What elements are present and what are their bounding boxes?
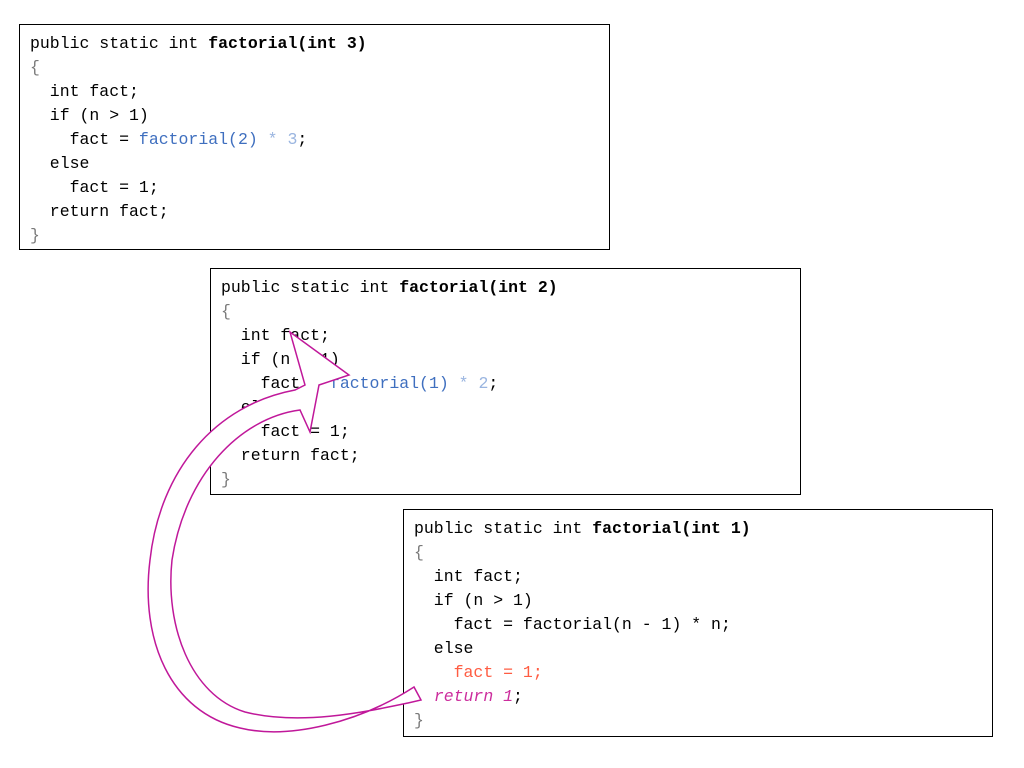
- recursive-call-line: fact = factorial(2) * 3;: [30, 130, 308, 149]
- recursive-call-line: fact = factorial(1) * 2;: [221, 374, 499, 393]
- close-brace: }: [30, 226, 40, 245]
- condition-line: if (n > 1): [414, 591, 533, 610]
- recursive-call-highlight: factorial(1): [329, 374, 449, 393]
- method-signature-name: factorial(int 2): [399, 278, 558, 297]
- recursive-call-line: fact = factorial(n - 1) * n;: [414, 615, 731, 634]
- open-brace: {: [221, 302, 231, 321]
- declaration-line: int fact;: [414, 567, 523, 586]
- method-signature-name: factorial(int 1): [592, 519, 751, 538]
- else-line: else: [221, 398, 281, 417]
- method-signature-name: factorial(int 3): [208, 34, 367, 53]
- declaration-line: int fact;: [221, 326, 330, 345]
- method-signature: public static int factorial(int 2): [221, 278, 558, 297]
- declaration-line: int fact;: [30, 82, 139, 101]
- base-case-line: fact = 1;: [221, 422, 350, 441]
- call-frame-factorial-1: public static int factorial(int 1) { int…: [403, 509, 993, 737]
- close-brace: }: [414, 711, 424, 730]
- return-line: return fact;: [30, 202, 169, 221]
- multiply-operand: * 2: [448, 374, 489, 393]
- base-case-highlight: fact = 1;: [453, 663, 543, 682]
- call-frame-factorial-2: public static int factorial(int 2) { int…: [210, 268, 801, 495]
- else-line: else: [414, 639, 474, 658]
- base-case-line: fact = 1;: [414, 661, 992, 685]
- condition-line: if (n > 1): [30, 106, 149, 125]
- method-signature: public static int factorial(int 3): [30, 34, 367, 53]
- else-line: else: [30, 154, 90, 173]
- base-case-line: fact = 1;: [30, 178, 159, 197]
- method-signature: public static int factorial(int 1): [414, 519, 751, 538]
- open-brace: {: [30, 58, 40, 77]
- return-value-highlight: return 1: [433, 687, 514, 706]
- call-frame-factorial-3: public static int factorial(int 3) { int…: [19, 24, 610, 250]
- condition-line: if (n > 1): [221, 350, 340, 369]
- return-line: return 1;: [433, 687, 523, 706]
- recursive-call-highlight: factorial(2): [138, 130, 258, 149]
- open-brace: {: [414, 543, 424, 562]
- close-brace: }: [221, 470, 231, 489]
- multiply-operand: * 3: [257, 130, 298, 149]
- return-line: return fact;: [221, 446, 360, 465]
